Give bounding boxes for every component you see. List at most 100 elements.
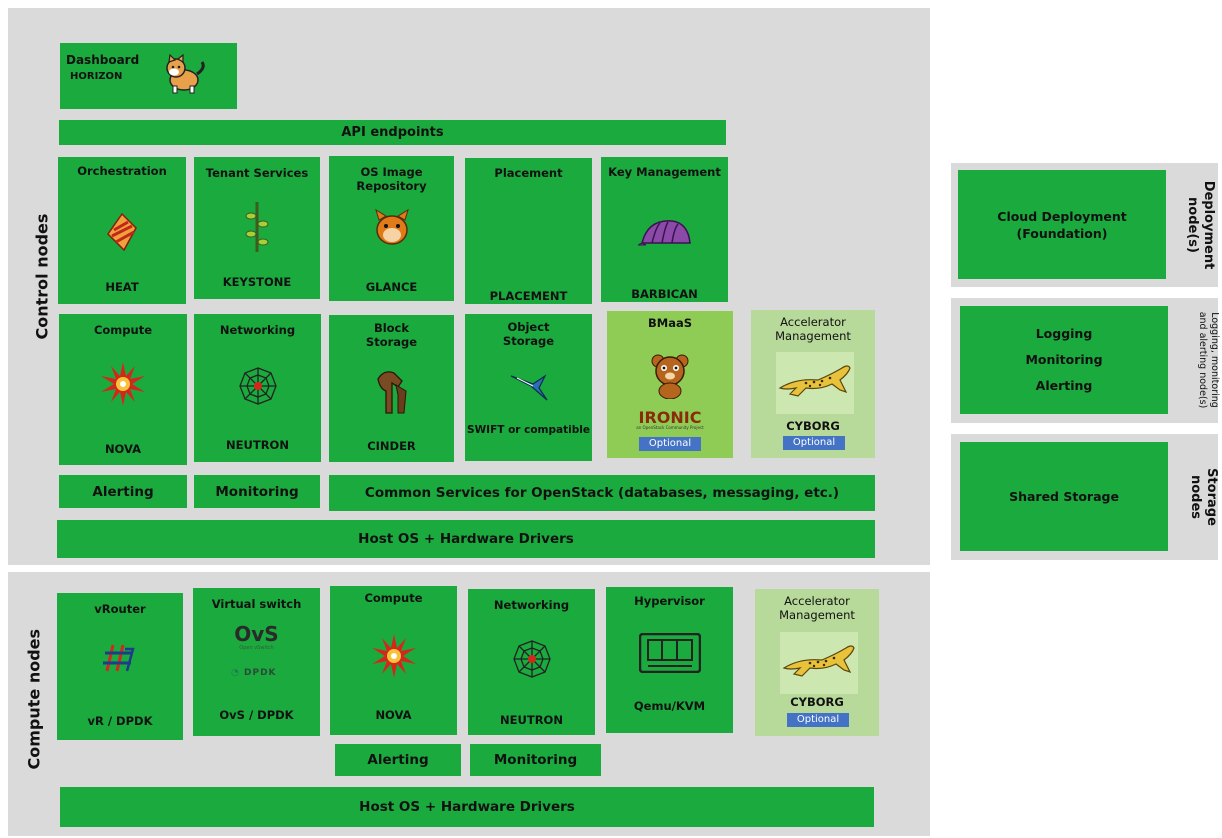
cinder-horse-icon <box>376 371 407 414</box>
keystone-label: KEYSTONE <box>222 275 292 289</box>
compute-host-os-drivers-bar[interactable]: Host OS + Hardware Drivers <box>60 787 874 827</box>
compute-accelerator-box[interactable]: Accelerator Management CYBORG Optional <box>755 589 879 736</box>
dpdk-swirl-icon: ◔ <box>231 668 240 678</box>
monitoring-line: Monitoring <box>1025 352 1103 367</box>
logging-label-line2: and alerting node(s) <box>1197 311 1208 409</box>
compute-cyborg-cheetah-icon <box>782 645 855 677</box>
heat-flame-icon <box>107 212 137 252</box>
ovs-dpdk-label: OvS / DPDK <box>219 708 294 722</box>
virtual-switch-title: Virtual switch <box>211 597 302 611</box>
cyborg-cheetah-icon <box>778 365 851 397</box>
compute-nova-star-icon <box>371 634 416 678</box>
dashboard-box[interactable]: Dashboard HORIZON <box>60 43 237 109</box>
object-storage-box[interactable]: Object Storage SWIFT or compatible <box>465 314 592 461</box>
virtual-switch-box[interactable]: Virtual switch OvS Open vSwitch ◔ DPDK O… <box>193 588 320 736</box>
deployment-label-line1: Deployment <box>1201 180 1216 270</box>
dpdk-logo-text: DPDK <box>244 668 277 678</box>
tenant-services-title: Tenant Services <box>205 166 309 180</box>
ironic-logo-subtitle: an OpenStack Community Project <box>636 425 704 430</box>
storage-nodes-label: Storage nodes <box>1179 462 1219 532</box>
compute-nova-box[interactable]: Compute NOVA <box>330 586 457 735</box>
placement-label: PLACEMENT <box>489 289 568 303</box>
logging-nodes-label: Logging, monitoring and alerting node(s) <box>1192 298 1220 422</box>
shiba-dog-icon <box>166 54 205 94</box>
compute-cyborg-label: CYBORG <box>790 695 844 709</box>
vrouter-box[interactable]: vRouter vR / DPDK <box>57 593 183 740</box>
host-os-drivers-bar[interactable]: Host OS + Hardware Drivers <box>57 520 875 558</box>
bmaas-optional-badge: Optional <box>639 437 701 451</box>
alerting-bar[interactable]: Alerting <box>59 475 187 508</box>
monitoring-bar[interactable]: Monitoring <box>194 475 320 508</box>
accelerator-optional-badge: Optional <box>783 436 845 450</box>
networking-title: Networking <box>219 323 296 337</box>
cloud-deployment-box[interactable]: Cloud Deployment (Foundation) <box>958 170 1166 279</box>
bmaas-title: BMaaS <box>647 316 692 330</box>
storage-label-line2: nodes <box>1188 474 1203 520</box>
shared-storage-label: Shared Storage <box>1009 489 1119 504</box>
heat-label: HEAT <box>105 280 139 294</box>
block-storage-title: Block Storage <box>365 321 418 349</box>
hypervisor-title: Hypervisor <box>634 594 705 608</box>
vrouter-title: vRouter <box>94 602 146 616</box>
nova-label: NOVA <box>104 442 142 456</box>
compute-accelerator-title: Accelerator Management <box>779 594 855 622</box>
placement-box[interactable]: Placement PLACEMENT <box>465 158 592 304</box>
compute-neutron-web-icon <box>512 640 551 678</box>
cloud-deployment-label: Cloud Deployment (Foundation) <box>997 208 1127 241</box>
dashboard-title: Dashboard <box>66 53 140 67</box>
os-image-repository-box[interactable]: OS Image Repository GLANCE <box>329 156 454 301</box>
ironic-bear-icon <box>651 354 689 399</box>
swift-label: SWIFT or compatible <box>467 424 590 436</box>
ironic-logo: IRONIC <box>638 408 702 427</box>
common-services-bar[interactable]: Common Services for OpenStack (databases… <box>329 475 875 511</box>
shared-storage-box[interactable]: Shared Storage <box>960 442 1168 551</box>
logging-monitoring-alerting-box[interactable]: Logging Monitoring Alerting <box>960 306 1168 414</box>
storage-label-line1: Storage <box>1204 468 1219 526</box>
dashboard-name: HORIZON <box>70 71 123 82</box>
compute-nodes-label: Compute nodes <box>24 628 44 770</box>
compute-neutron-label: NEUTRON <box>500 713 563 727</box>
compute-box[interactable]: Compute NOVA <box>59 314 187 465</box>
compute-alerting-bar[interactable]: Alerting <box>335 744 461 776</box>
api-endpoints-bar[interactable]: API endpoints <box>59 120 726 145</box>
keystone-icon <box>245 202 269 252</box>
control-nodes-label: Control nodes <box>32 213 52 340</box>
deployment-nodes-label: Deployment node(s) <box>1176 170 1216 280</box>
accelerator-title: Accelerator Management <box>775 315 851 343</box>
neutron-label: NEUTRON <box>226 438 289 452</box>
compute-nova-label: NOVA <box>375 708 412 722</box>
hypervisor-server-icon <box>638 633 701 673</box>
hypervisor-box[interactable]: Hypervisor Qemu/KVM <box>606 587 733 733</box>
nova-star-icon <box>101 362 145 406</box>
object-storage-title: Object Storage <box>502 320 555 348</box>
compute-cyborg-image-panel <box>780 632 858 694</box>
glance-label: GLANCE <box>365 280 418 294</box>
compute-networking-box[interactable]: Networking NEUTRON <box>468 589 595 735</box>
os-image-repository-title: OS Image Repository <box>356 165 427 193</box>
tenant-services-box[interactable]: Tenant Services KEYSTONE <box>194 157 320 299</box>
placement-title: Placement <box>494 166 563 180</box>
orchestration-title: Orchestration <box>77 164 167 178</box>
qemu-kvm-label: Qemu/KVM <box>633 699 706 713</box>
logging-label-line1: Logging, monitoring <box>1209 312 1220 408</box>
accelerator-management-box[interactable]: Accelerator Management CYBORG Optional <box>751 310 875 458</box>
glance-chipmunk-icon <box>374 208 409 245</box>
dpdk-logo: ◔ DPDK <box>231 668 277 678</box>
deployment-label-line2: node(s) <box>1185 197 1200 253</box>
ovs-logo: OvS <box>234 622 279 646</box>
logging-line: Logging <box>1035 326 1093 341</box>
compute-monitoring-bar[interactable]: Monitoring <box>470 744 601 776</box>
bmaas-box[interactable]: BMaaS IRONIC an OpenStack Community Proj… <box>607 311 733 458</box>
barbican-label: BARBICAN <box>631 287 698 301</box>
key-management-box[interactable]: Key Management BARBICAN <box>601 157 728 302</box>
compute-nova-title: Compute <box>364 591 423 605</box>
ovs-logo-subtitle: Open vSwitch <box>239 645 274 651</box>
barbican-armadillo-icon <box>637 220 691 246</box>
compute-title: Compute <box>93 323 153 337</box>
orchestration-box[interactable]: Orchestration HEAT <box>58 157 186 304</box>
networking-box[interactable]: Networking NEUTRON <box>194 314 321 462</box>
block-storage-box[interactable]: Block Storage CINDER <box>329 315 454 462</box>
vrouter-label: vR / DPDK <box>87 714 153 728</box>
compute-networking-title: Networking <box>493 598 570 612</box>
key-management-title: Key Management <box>608 165 721 179</box>
